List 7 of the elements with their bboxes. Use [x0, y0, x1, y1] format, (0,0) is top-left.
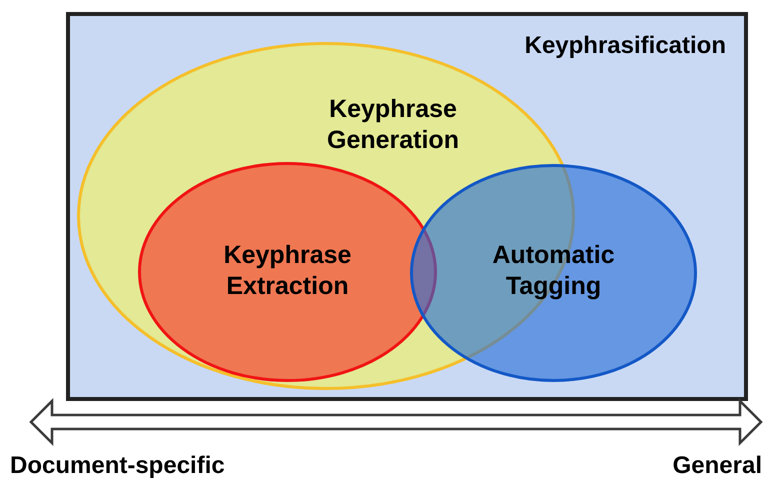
- ellipse-label: Keyphrase Generation: [326, 94, 460, 156]
- axis-end-label: Document-specific: [10, 452, 225, 480]
- ellipse-label: Keyphrase Extraction: [222, 240, 352, 302]
- axis-end-label: General: [672, 452, 762, 480]
- region-title: Keyphrasification: [524, 31, 726, 61]
- outer-frame: [66, 12, 748, 401]
- ellipse-label: Automatic Tagging: [491, 240, 616, 302]
